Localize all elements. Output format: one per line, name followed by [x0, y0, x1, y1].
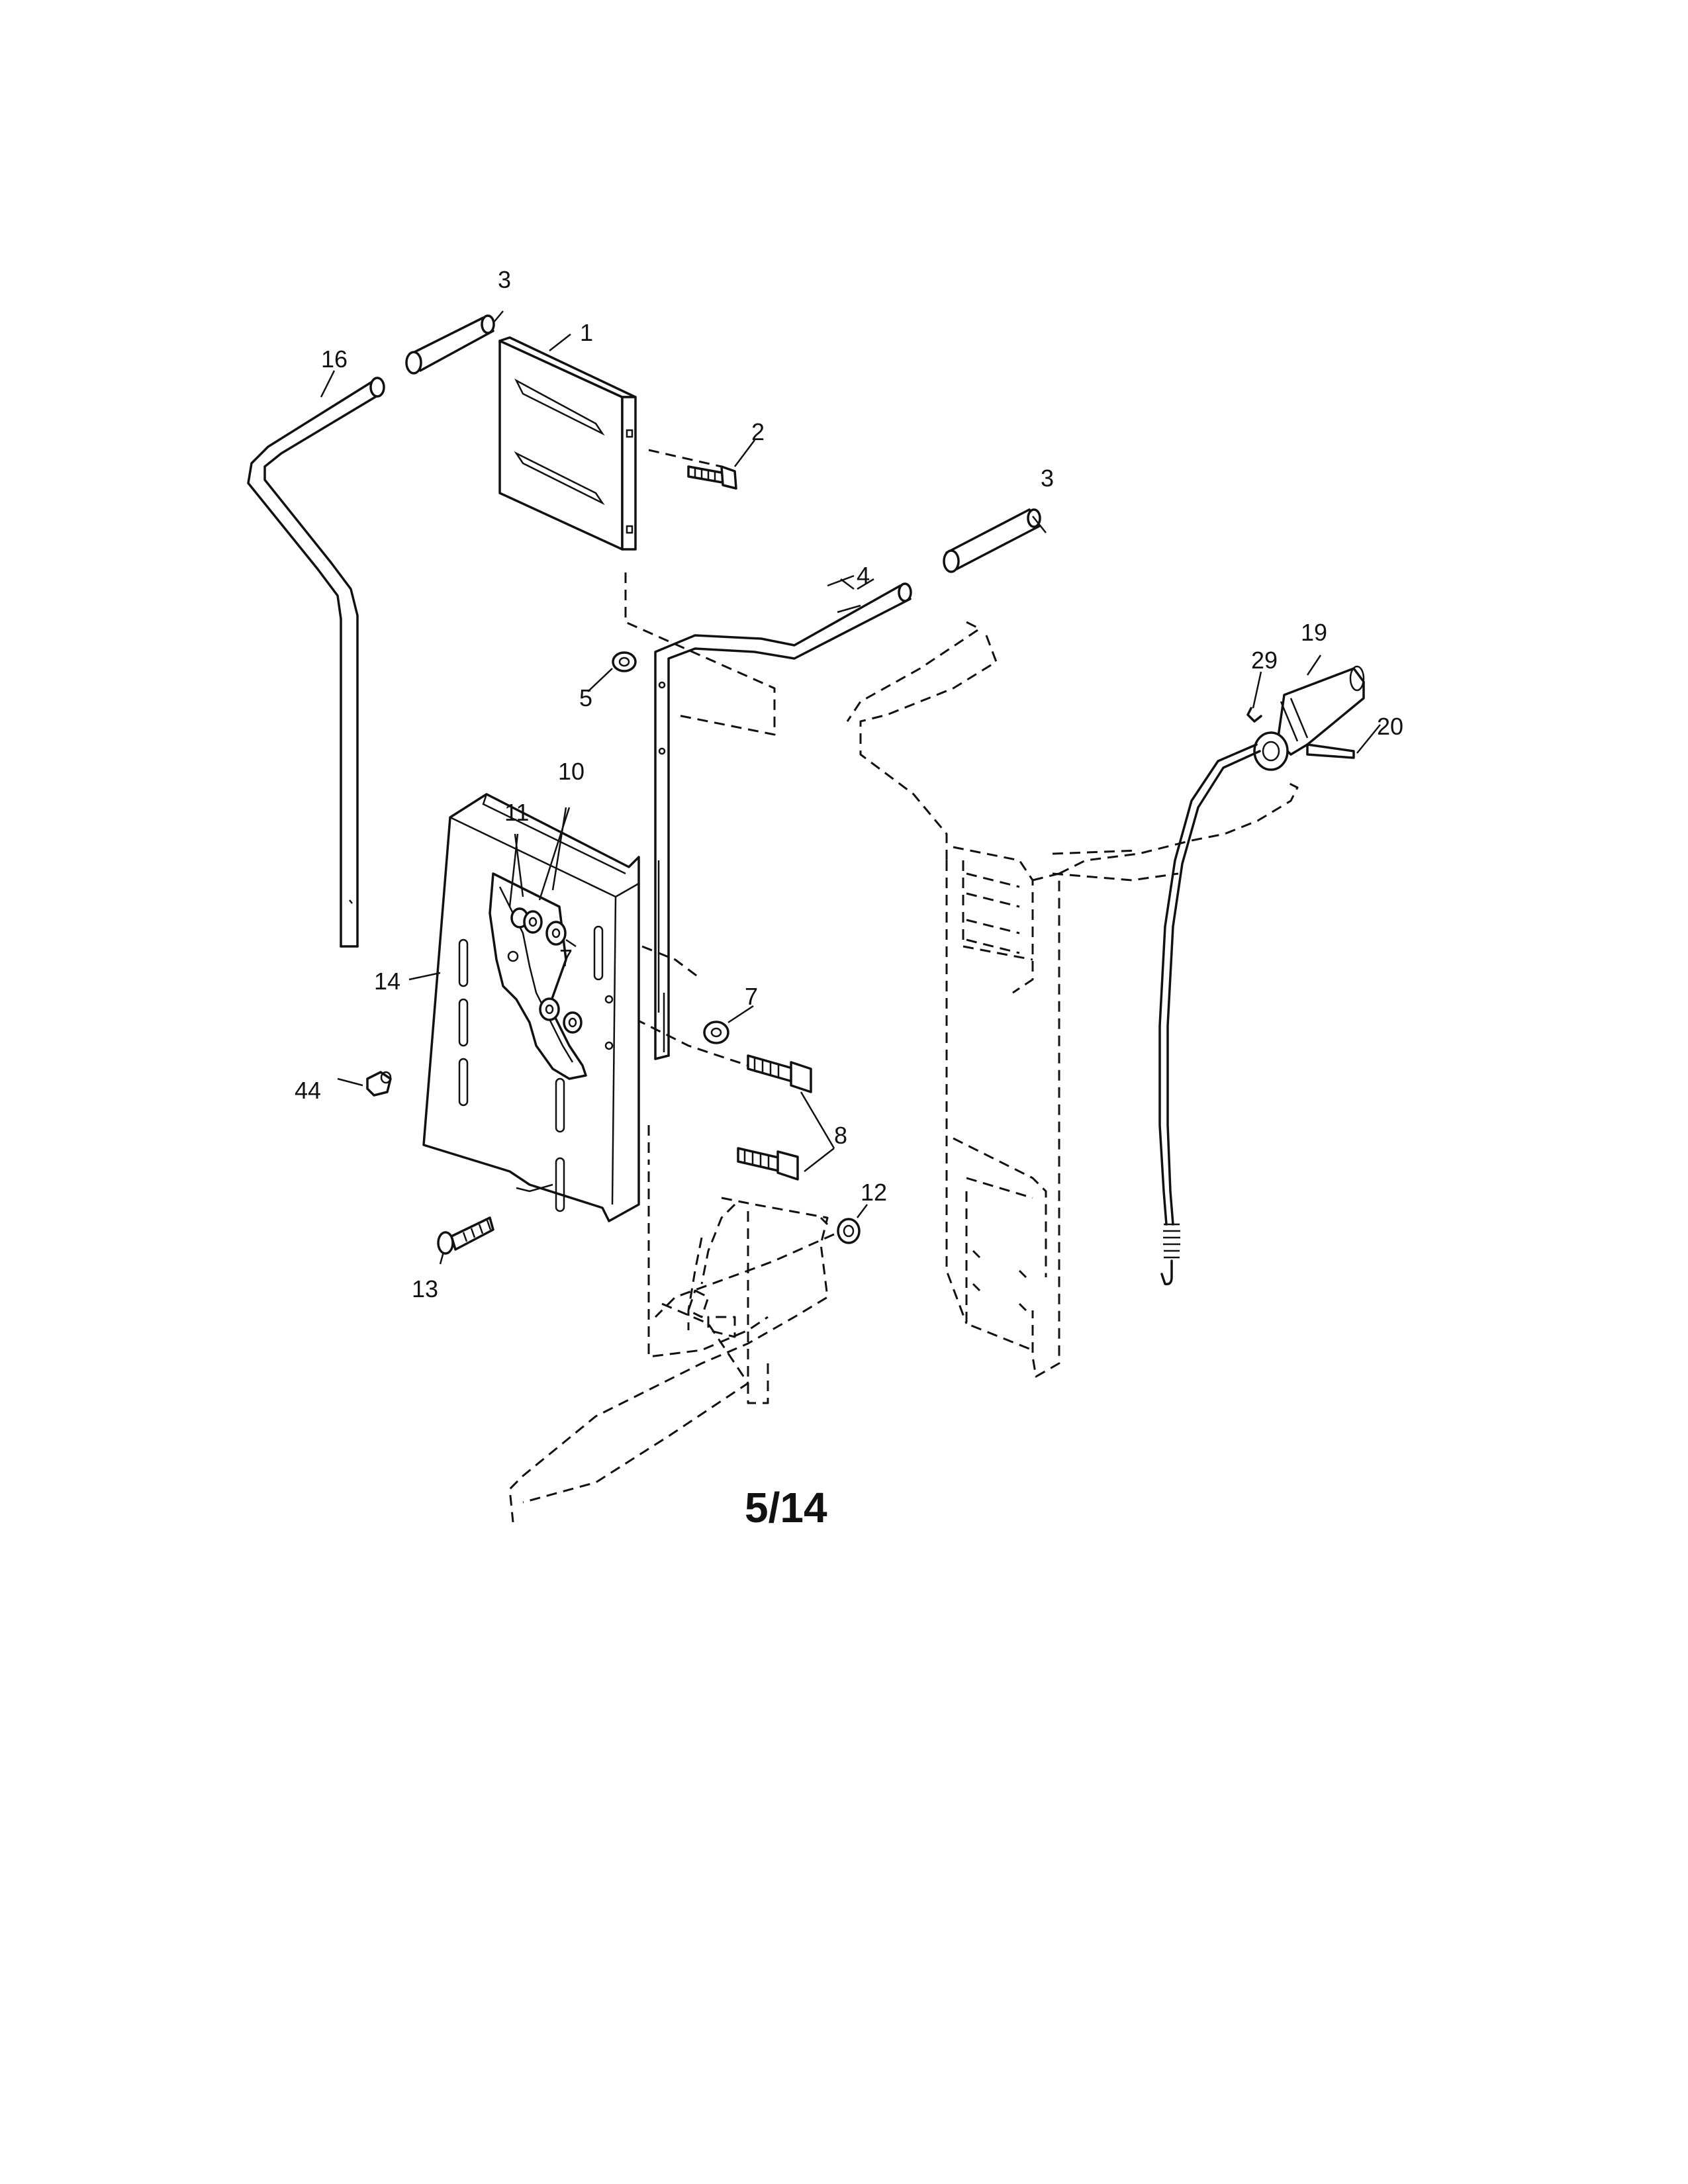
callout-44: 44 [295, 1077, 321, 1104]
callout-12: 12 [861, 1179, 887, 1206]
page-reference: 5/14 [745, 1484, 827, 1531]
callout-1: 1 [580, 319, 593, 346]
part-44-clip [366, 1071, 392, 1097]
part-7-washer [703, 1021, 729, 1044]
phantom-handle-frame [508, 572, 1299, 1523]
callout-16: 16 [321, 345, 348, 373]
callout-3-left: 3 [498, 266, 511, 293]
callout-19: 19 [1301, 619, 1327, 646]
part-5-nut [612, 651, 637, 672]
callout-10: 10 [558, 758, 585, 785]
part-14-bracket [422, 793, 640, 1222]
callout-20: 20 [1377, 713, 1403, 740]
alignment-lines [635, 449, 835, 1318]
part-29-clip [1246, 707, 1262, 723]
part-19-control-grip [1253, 665, 1365, 771]
callout-2: 2 [751, 418, 765, 445]
callout-5: 5 [579, 684, 592, 711]
callout-3-right: 3 [1041, 465, 1054, 492]
callout-11: 11 [504, 799, 529, 826]
part-16-handle-left [247, 377, 385, 948]
callouts: 3 1 16 2 3 4 5 19 29 20 10 11 7 14 7 44 … [295, 266, 1403, 1302]
part-2-bolt [687, 465, 737, 490]
callout-13: 13 [412, 1275, 438, 1302]
callout-4: 4 [857, 562, 870, 589]
part-13-carriage-bolt [437, 1216, 494, 1255]
part-12-nut [837, 1218, 861, 1244]
part-8-bolts [737, 1054, 812, 1181]
part-3-grip-right [943, 508, 1041, 573]
leader-lines [320, 310, 1381, 1265]
callout-8: 8 [834, 1122, 847, 1149]
part-20-lever [1306, 743, 1355, 759]
part-1-plate [498, 336, 637, 551]
callout-7-left: 7 [559, 944, 573, 972]
callout-14: 14 [374, 968, 400, 995]
callout-29: 29 [1251, 647, 1278, 674]
part-4-handle-right [654, 582, 912, 1060]
part-3-grip-left [405, 314, 495, 375]
cable [1158, 743, 1261, 1286]
callout-7-right: 7 [745, 983, 758, 1010]
